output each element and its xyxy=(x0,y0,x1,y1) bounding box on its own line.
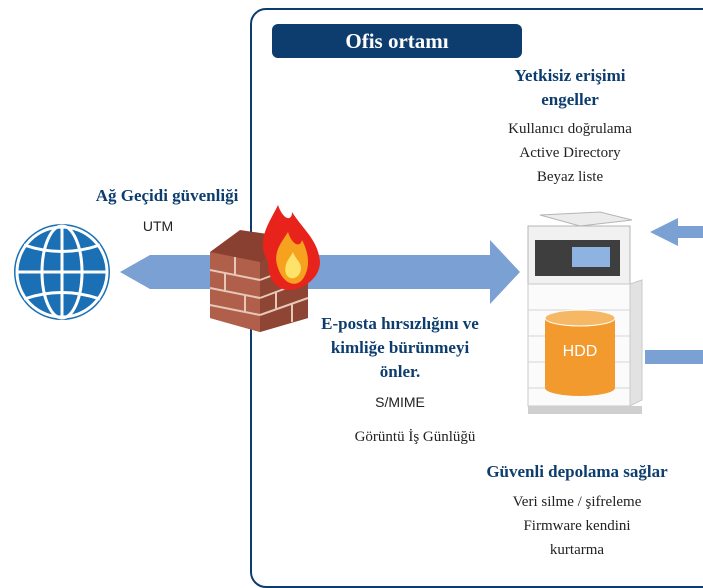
incoming-arrow xyxy=(650,218,703,246)
hdd-icon xyxy=(544,309,616,396)
access-title-line2: engeller xyxy=(541,90,599,109)
office-title: Ofis ortamı xyxy=(272,24,522,58)
globe-icon xyxy=(14,224,110,320)
gateway-title: Ağ Geçidi güvenliği xyxy=(95,186,239,205)
access-item-user-auth: Kullanıcı doğrulama xyxy=(508,121,632,137)
network-arrow xyxy=(120,240,520,304)
email-title-line3: önler. xyxy=(379,362,421,381)
access-item-whitelist: Beyaz liste xyxy=(536,169,604,185)
access-item-active-directory: Active Directory xyxy=(519,145,621,161)
fire-icon xyxy=(262,205,320,290)
hdd-label: HDD xyxy=(562,343,598,360)
image-job-log: Görüntü İş Günlüğü xyxy=(354,429,476,445)
email-title-line1: E-posta hırsızlığını ve xyxy=(321,314,479,333)
storage-item-recovery: kurtarma xyxy=(549,542,605,558)
storage-title: Güvenli depolama sağlar xyxy=(486,462,668,481)
storage-item-erase-encrypt: Veri silme / şifreleme xyxy=(512,494,642,510)
access-title-line1: Yetkisiz erişimi xyxy=(514,66,626,85)
storage-arrow-bar xyxy=(645,350,703,364)
storage-item-firmware: Firmware kendini xyxy=(523,518,631,534)
email-title-line2: kimliğe bürünmeyi xyxy=(330,338,470,357)
email-item-smime: S/MIME xyxy=(375,394,425,410)
gateway-item: UTM xyxy=(142,218,174,234)
diagram-graphics xyxy=(14,205,703,414)
